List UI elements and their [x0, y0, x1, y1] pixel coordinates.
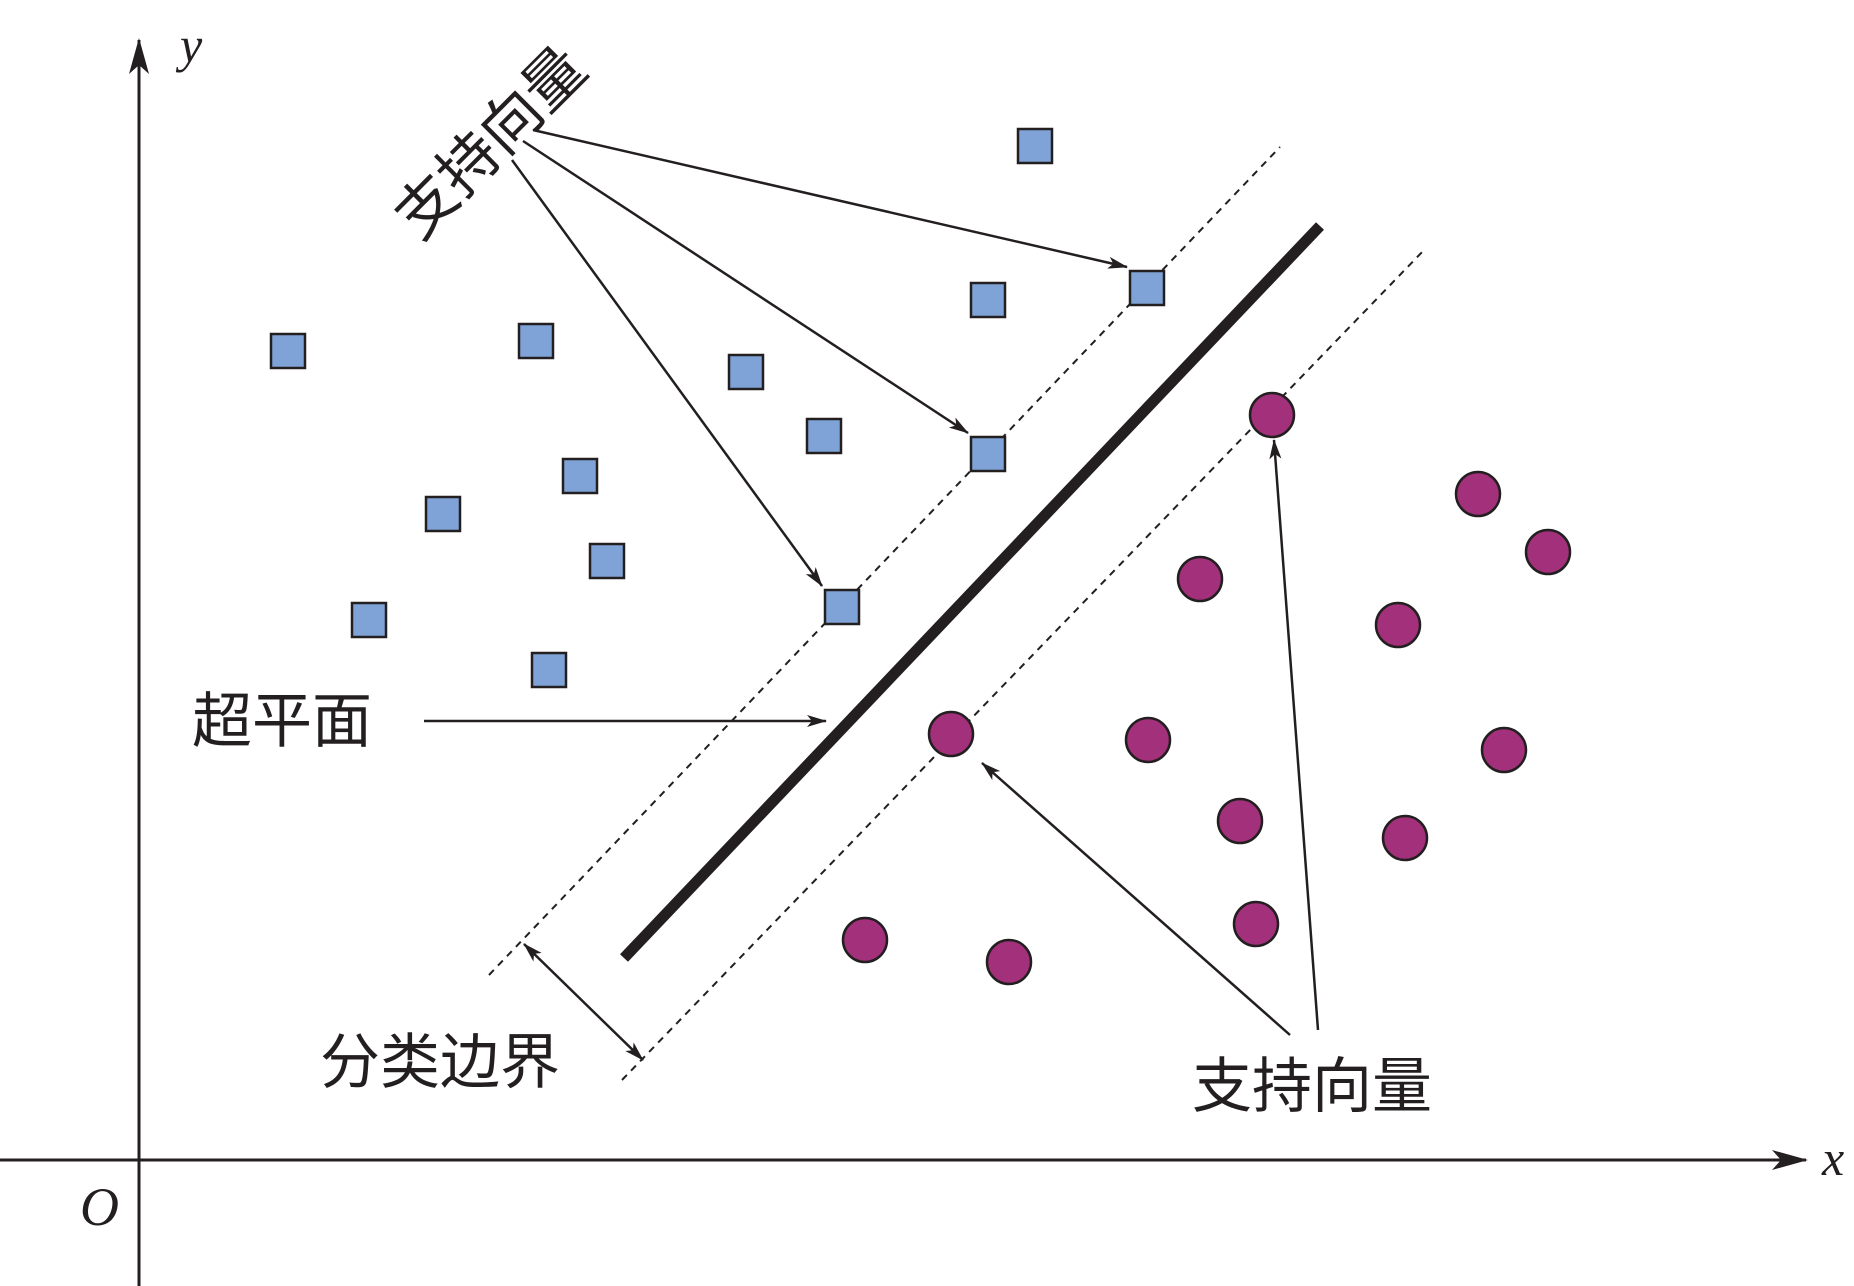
- square-point: [517, 322, 555, 360]
- hyperplane-label: 超平面: [192, 687, 372, 757]
- square-point: [530, 651, 568, 689]
- circle-point: [1524, 528, 1572, 576]
- square-point: [727, 353, 765, 391]
- support-vector-square: [823, 588, 861, 626]
- x-axis-label: x: [1821, 1130, 1844, 1186]
- support-vector-circle: [927, 710, 975, 758]
- arrow: [981, 762, 1291, 1036]
- margin-line-lower: [621, 248, 1426, 1081]
- y-axis-label: y: [175, 17, 203, 73]
- circle-class-points: [841, 391, 1572, 986]
- support-vector-circle: [1248, 391, 1296, 439]
- support-vector-square: [969, 435, 1007, 473]
- support-vector-arrows-bottom: [981, 439, 1320, 1036]
- square-point: [269, 332, 307, 370]
- circle-point: [1381, 814, 1429, 862]
- support-vector-square: [1128, 269, 1166, 307]
- arrow: [1269, 439, 1320, 1031]
- margin-width-arrow: [523, 943, 644, 1061]
- circle-point: [841, 916, 889, 964]
- arrow: [532, 128, 1128, 269]
- support-vectors-label-top: 支持向量: [381, 33, 600, 252]
- square-point: [350, 601, 388, 639]
- circle-point: [1454, 470, 1502, 518]
- circle-point: [985, 938, 1033, 986]
- square-point: [1016, 127, 1054, 165]
- square-point: [805, 417, 843, 455]
- origin-label: O: [80, 1177, 119, 1237]
- square-point: [969, 281, 1007, 319]
- square-point: [424, 495, 462, 533]
- circle-point: [1480, 726, 1528, 774]
- circle-point: [1374, 601, 1422, 649]
- circle-point: [1216, 797, 1264, 845]
- arrow: [522, 139, 969, 435]
- square-point: [588, 542, 626, 580]
- circle-point: [1232, 900, 1280, 948]
- classification-margin-label: 分类边界: [320, 1028, 560, 1098]
- circle-point: [1124, 716, 1172, 764]
- square-point: [561, 457, 599, 495]
- support-vectors-label-bottom: 支持向量: [1192, 1052, 1432, 1122]
- hyperplane-line: [620, 222, 1324, 962]
- circle-point: [1176, 555, 1224, 603]
- support-vector-arrows-top: [510, 128, 1128, 587]
- arrow: [510, 159, 824, 587]
- square-class-points: [269, 127, 1166, 689]
